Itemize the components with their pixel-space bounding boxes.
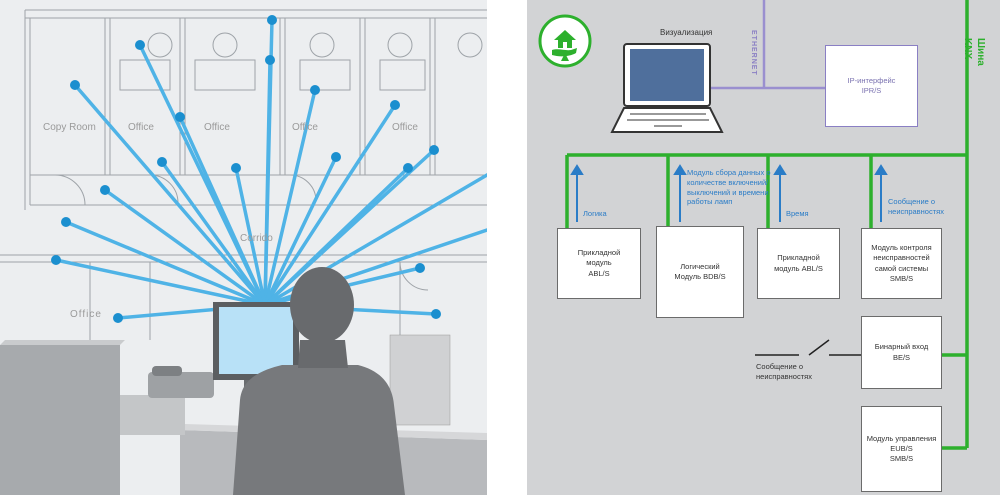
signal-label-data-collection: Модуль сбора данных о количестве включен…	[687, 168, 771, 207]
module-be-s: Бинарный вход BE/S	[861, 316, 942, 389]
signal-label-time: Время	[786, 209, 809, 218]
module-eub-s: Модуль управления EUB/S SMB/S	[861, 406, 942, 492]
knx-diagram: Визуализация ETHERNET Шина KNX IP-интерф…	[527, 0, 1000, 495]
knx-bus-label: Шина KNX	[962, 38, 986, 66]
office-illustration: Copy Room Office Office Office Office Co…	[0, 0, 487, 495]
ip-interface-box: IP-интерфейс IPR/S	[825, 45, 918, 127]
fault-message-label: Сообщение о неисправностях	[756, 362, 812, 381]
visualization-label: Визуализация	[660, 28, 713, 37]
room-label-office-5: Office	[70, 309, 102, 320]
room-label-office-3: Office	[292, 122, 318, 133]
corridor-label: Corrido	[240, 233, 273, 244]
room-label-office-2: Office	[204, 122, 230, 133]
module-abl-s-2: Прикладной модуль ABL/S	[757, 228, 840, 299]
room-label-copy-room: Copy Room	[43, 122, 96, 133]
signal-label-faults: Сообщение о неисправностях	[888, 197, 944, 216]
module-smb-s: Модуль контроля неисправностей самой сис…	[861, 228, 942, 299]
laptop-icon	[610, 43, 724, 133]
room-label-office-1: Office	[128, 122, 154, 133]
room-label-office-4: Office	[392, 122, 418, 133]
office-illustration-drawing	[0, 0, 487, 495]
ethernet-label: ETHERNET	[750, 30, 757, 76]
module-abl-s-1: Прикладной модуль ABL/S	[557, 228, 641, 299]
module-bdb-s: Логический Модуль BDB/S	[656, 226, 744, 318]
house-hand-logo-icon	[538, 14, 592, 68]
knx-diagram-lines	[565, 0, 969, 450]
signal-label-logic: Логика	[583, 209, 607, 218]
